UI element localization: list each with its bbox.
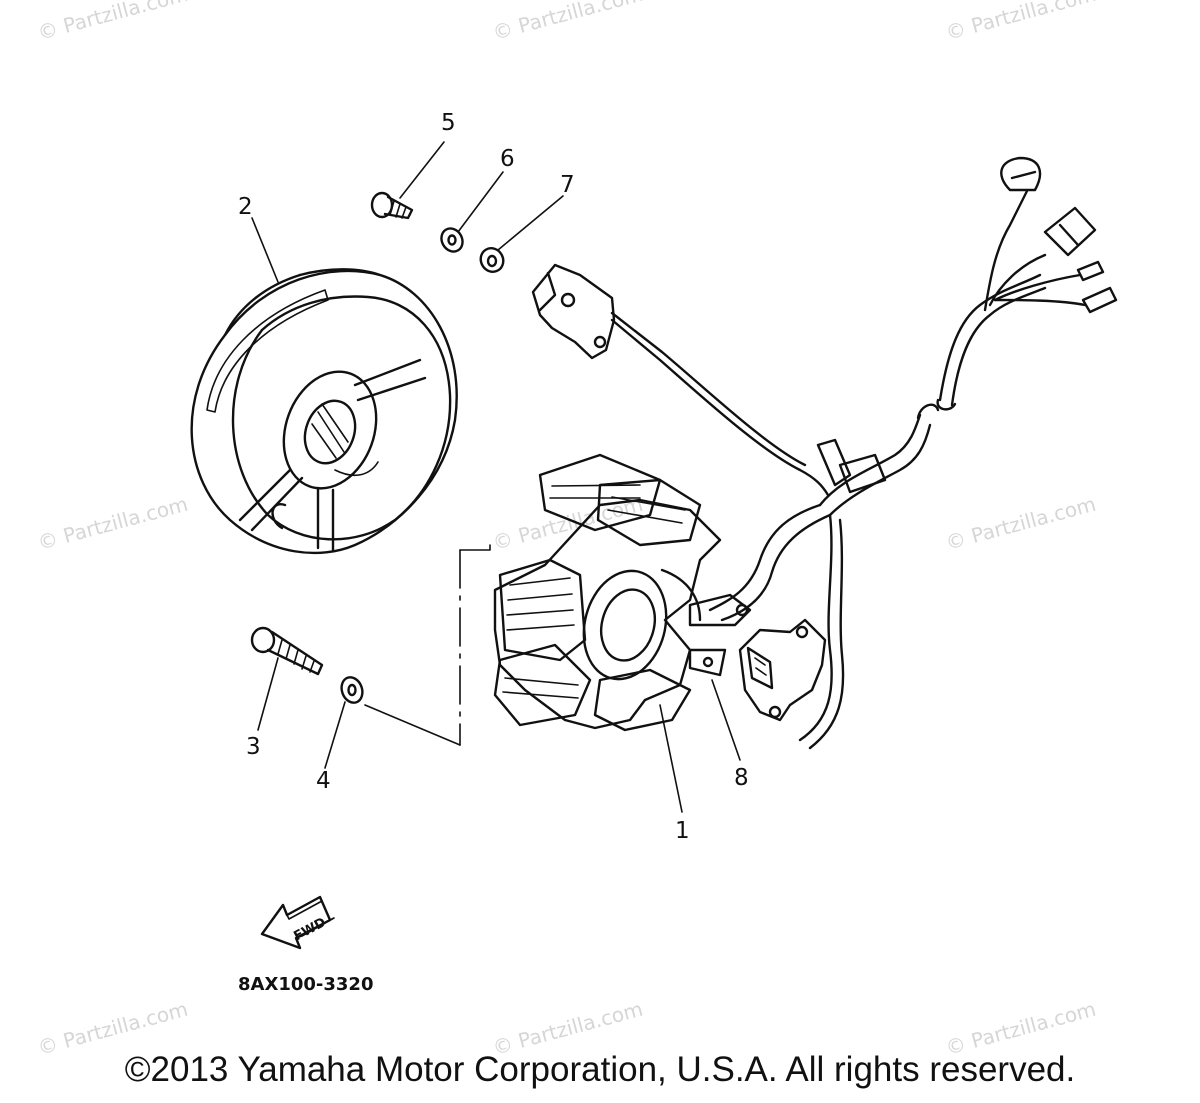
part-5-screw[interactable] — [370, 191, 414, 220]
pulser-coil-upper[interactable] — [531, 263, 830, 497]
part-8-pulser-coil[interactable] — [738, 618, 827, 722]
watermark-text: © Partzilla.com — [35, 0, 190, 45]
part-1-stator-assembly[interactable] — [493, 453, 752, 732]
callout-4: 4 — [316, 768, 331, 794]
part-6-lock-washer[interactable] — [437, 225, 466, 256]
part-7-washer[interactable] — [476, 244, 507, 276]
callout-labels: 2 5 6 7 3 4 1 8 — [238, 110, 749, 844]
callout-5: 5 — [441, 110, 456, 136]
callout-8: 8 — [734, 765, 749, 791]
leader-lines — [251, 141, 741, 813]
wire-harness[interactable] — [708, 156, 1118, 750]
alignment-dashed-line — [364, 544, 491, 746]
watermark-text: © Partzilla.com — [943, 492, 1098, 555]
callout-1: 1 — [675, 818, 690, 844]
watermark-layer: © Partzilla.com © Partzilla.com © Partzi… — [35, 0, 1098, 1060]
callout-3: 3 — [246, 734, 261, 760]
watermark-text: © Partzilla.com — [943, 0, 1098, 45]
callout-2: 2 — [238, 194, 253, 220]
part-4-washer[interactable] — [338, 674, 366, 705]
fwd-label: FWD — [292, 915, 329, 944]
copyright-notice: ©2013 Yamaha Motor Corporation, U.S.A. A… — [124, 1050, 1076, 1089]
diagram-code: 8AX100-3320 — [238, 974, 373, 995]
forward-direction-arrow: FWD — [260, 895, 335, 950]
watermark-text: © Partzilla.com — [35, 492, 190, 555]
callout-7: 7 — [560, 172, 575, 198]
watermark-text: © Partzilla.com — [490, 0, 645, 45]
part-2-flywheel-rotor[interactable] — [190, 268, 458, 555]
part-3-screw[interactable] — [250, 626, 324, 676]
callout-6: 6 — [500, 146, 515, 172]
